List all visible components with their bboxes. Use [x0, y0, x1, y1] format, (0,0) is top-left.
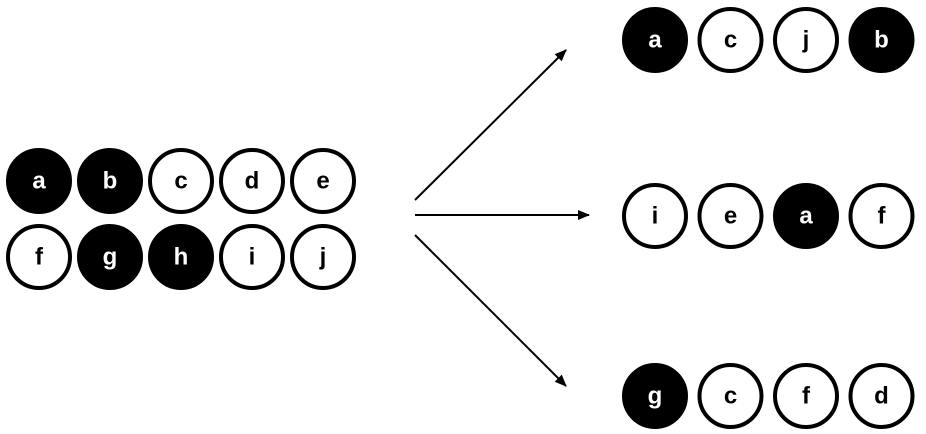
ball-label: f [802, 382, 811, 409]
source-group: a b c d e f g h i j [6, 148, 356, 290]
ball-label: a [648, 26, 662, 53]
ball-circle-black [622, 363, 688, 429]
source-ball-j: j [290, 224, 356, 290]
sample-3-ball-d: d [848, 363, 915, 429]
source-ball-h: h [148, 224, 214, 290]
ball-label: f [878, 202, 887, 229]
ball-circle-white [697, 7, 764, 73]
ball-circle-black [6, 148, 72, 214]
ball-circle-black [148, 224, 214, 290]
ball-label: g [648, 382, 663, 409]
sample-1-ball-j: j [773, 7, 839, 73]
ball-circle-black [77, 224, 143, 290]
ball-circle-black [773, 183, 839, 249]
ball-circle-white [848, 363, 915, 429]
ball-circle-white [290, 148, 356, 214]
source-ball-c: c [148, 148, 214, 214]
ball-circle-white [697, 183, 764, 249]
ball-circle-black [848, 7, 915, 73]
source-ball-b: b [77, 148, 143, 214]
ball-label: a [32, 167, 46, 194]
ball-label: i [249, 243, 256, 270]
sample-2-ball-i: i [622, 183, 688, 249]
ball-label: d [245, 167, 260, 194]
ball-circle-white [622, 183, 688, 249]
ball-label: i [652, 202, 659, 229]
ball-circle-white [6, 224, 72, 290]
ball-label: b [103, 167, 118, 194]
ball-label: c [724, 382, 737, 409]
ball-circle-white [697, 363, 764, 429]
ball-circle-white [148, 148, 214, 214]
sample-3-ball-g: g [622, 363, 688, 429]
ball-circle-white [848, 183, 915, 249]
ball-label: c [174, 167, 187, 194]
sample-2-ball-a: a [773, 183, 839, 249]
ball-label: j [802, 26, 810, 53]
ball-circle-white [773, 7, 839, 73]
ball-label: g [103, 243, 118, 270]
ball-circle-white [773, 363, 839, 429]
sample-1-ball-c: c [697, 7, 764, 73]
sample-2-ball-f: f [848, 183, 915, 249]
ball-label: e [724, 202, 737, 229]
sample-1-ball-a: a [622, 7, 688, 73]
sample-3-ball-c: c [697, 363, 764, 429]
samples-group: a c j b i e a f g c f d [622, 7, 915, 429]
ball-label: d [874, 382, 889, 409]
ball-circle-white [219, 148, 285, 214]
sample-3-ball-f: f [773, 363, 839, 429]
ball-label: e [316, 167, 329, 194]
ball-label: c [724, 26, 737, 53]
ball-circle-black [622, 7, 688, 73]
ball-circle-black [77, 148, 143, 214]
ball-circle-white [219, 224, 285, 290]
ball-label: b [874, 26, 889, 53]
ball-circle-white [290, 224, 356, 290]
arrow-group [414, 49, 590, 387]
ball-label: h [174, 243, 189, 270]
arrow-to-sample-3 [414, 234, 567, 387]
arrow-to-sample-1 [414, 49, 567, 201]
source-ball-i: i [219, 224, 285, 290]
sample-1-ball-b: b [848, 7, 915, 73]
source-ball-a: a [6, 148, 72, 214]
sample-2-ball-e: e [697, 183, 764, 249]
source-ball-d: d [219, 148, 285, 214]
ball-label: j [319, 243, 327, 270]
source-ball-f: f [6, 224, 72, 290]
ball-label: f [35, 243, 44, 270]
source-ball-e: e [290, 148, 356, 214]
ball-label: a [799, 202, 813, 229]
source-ball-g: g [77, 224, 143, 290]
